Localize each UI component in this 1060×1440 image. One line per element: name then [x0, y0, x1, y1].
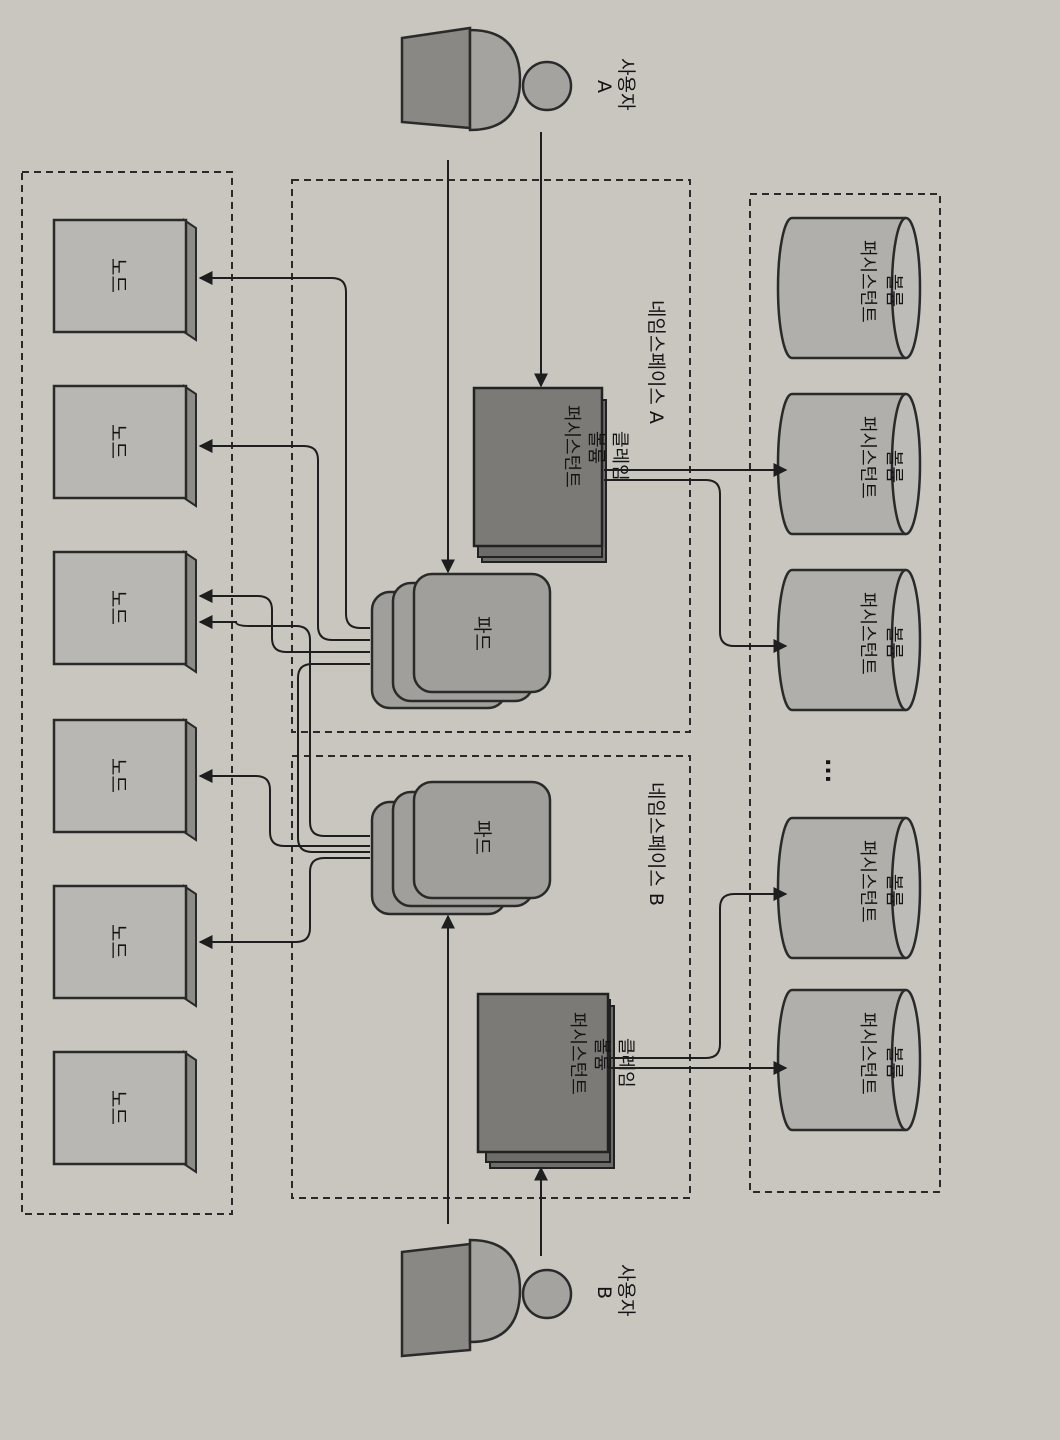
- node-box: [52, 884, 188, 1000]
- user-b: 사용자 B: [400, 1238, 637, 1358]
- pv-cap: [890, 392, 922, 536]
- pod-a-to-node-2-arrow: [198, 439, 370, 641]
- pod-a: 파드: [370, 572, 552, 710]
- pv-cap: [890, 816, 922, 960]
- node-3: 노드: [52, 550, 197, 674]
- claim-b-label: 퍼시스턴트 볼륨 클레임: [567, 1012, 636, 1101]
- pv-cap: [890, 568, 922, 712]
- persistent-volume-claim-a: [472, 386, 604, 548]
- user-body-icon: [468, 28, 522, 132]
- node-box: [52, 718, 188, 834]
- pod-b-to-node-4-arrow: [198, 769, 370, 847]
- claim-b: 퍼시스턴트 볼륨 클레임: [476, 992, 636, 1169]
- node-4: 노드: [52, 718, 197, 842]
- user-head-icon: [521, 1268, 573, 1320]
- node-label: 노드: [107, 1090, 129, 1125]
- pod-a-to-node-1-arrow: [198, 271, 370, 629]
- pod-b-to-node-5-arrow: [198, 857, 370, 949]
- node-box: [52, 550, 188, 666]
- pod-b-to-node-3-arrow: [198, 615, 370, 837]
- node-label: 노드: [107, 590, 129, 625]
- persistent-volume-pool-zone: [749, 193, 941, 1193]
- pod-a-to-node-3-arrow: [198, 589, 370, 653]
- claim-a-to-pv-3-arrow: [604, 479, 788, 653]
- node-box: [52, 218, 188, 334]
- laptop-icon: [400, 26, 472, 130]
- node-2: 노드: [52, 384, 197, 508]
- claim-b-to-pv-4-arrow: [610, 887, 788, 1059]
- node-label: 노드: [107, 424, 129, 459]
- pod-b: 파드: [370, 780, 552, 916]
- pv-cap: [890, 988, 922, 1132]
- namespace-b-label: 네임스페이스 B: [645, 782, 667, 906]
- node-label: 노드: [107, 258, 129, 293]
- connections: [198, 132, 788, 1256]
- user-body-icon: [468, 1238, 522, 1344]
- pod-a-to-node-3b-arrow: [297, 663, 370, 853]
- pv-body: [776, 216, 906, 360]
- node-1: 노드: [52, 218, 197, 342]
- pod-a-label: 파드: [471, 616, 493, 651]
- pod-b-label: 파드: [471, 820, 493, 855]
- ellipsis-label: ...: [820, 758, 845, 783]
- user-a: 사용자 A: [400, 26, 637, 132]
- node-cluster-zone: [21, 171, 233, 1215]
- user-b-label: 사용자 B: [593, 1264, 637, 1323]
- node-5: 노드: [52, 884, 197, 1008]
- node-box: [52, 384, 188, 500]
- namespace-a-zone: [291, 179, 691, 733]
- laptop-icon: [400, 1242, 472, 1358]
- claim-a: 퍼시스턴트 볼륨 클레임: [472, 386, 630, 563]
- user-head-icon: [521, 60, 573, 112]
- pod-b-front: [412, 780, 552, 900]
- persistent-volume-claim-b: [476, 992, 610, 1154]
- claim-a-label: 퍼시스턴트 볼륨 클레임: [561, 405, 630, 494]
- node-6: 노드: [52, 1050, 197, 1174]
- pv-cap: [890, 216, 922, 360]
- namespace-a-label: 네임스페이스 A: [645, 300, 667, 424]
- pv-body: [776, 988, 906, 1132]
- node-box: [52, 1050, 188, 1166]
- node-label: 노드: [107, 924, 129, 959]
- namespace-b-zone: [291, 755, 691, 1199]
- node-label: 노드: [107, 758, 129, 793]
- user-a-label: 사용자 A: [593, 58, 637, 117]
- pod-a-front: [412, 572, 552, 694]
